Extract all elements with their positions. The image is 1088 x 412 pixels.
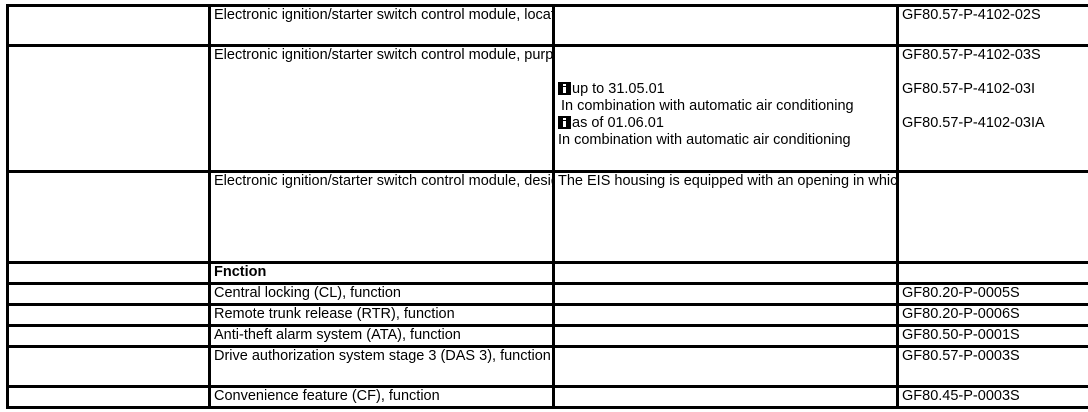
cell-document-code-anti-theft-alarm: GF80.50-P-0001S	[896, 324, 1088, 348]
cell-reference-empty	[6, 170, 211, 264]
cell-document-code-remote-trunk-release: GF80.20-P-0006S	[896, 303, 1088, 327]
cell-notes-empty	[552, 282, 899, 306]
table-row-central-locking: Central locking (CL), function GF80.20-P…	[6, 282, 1088, 306]
cell-reference-empty	[6, 282, 211, 306]
cell-description-design: Electronic ignition/starter switch contr…	[208, 170, 555, 264]
cell-reference-empty	[6, 44, 211, 173]
document-code-3: GF80.57-P-4102-03IA	[902, 115, 1045, 131]
note-text-2: In combination with automatic air condit…	[561, 98, 854, 114]
note-line-3: as of 01.06.01	[558, 115, 894, 132]
cell-reference-empty	[6, 303, 211, 327]
info-icon	[558, 82, 571, 95]
cell-document-code-location: GF80.57-P-4102-02S	[896, 4, 1088, 47]
cell-reference-empty	[6, 4, 211, 47]
table-row-function-header: Fnction	[6, 261, 1088, 285]
cell-reference-empty	[6, 345, 211, 388]
cell-notes-empty	[552, 345, 899, 388]
table-row-convenience-feature: Convenience feature (CF), function GF80.…	[6, 385, 1088, 409]
cell-document-code-convenience-feature: GF80.45-P-0003S	[896, 385, 1088, 409]
cell-reference-empty	[6, 261, 211, 285]
cell-document-code-design	[896, 170, 1088, 264]
cell-notes-purpose: up to 31.05.01 In combination with autom…	[552, 44, 899, 173]
cell-notes-empty	[552, 385, 899, 409]
cell-document-codes-purpose: GF80.57-P-4102-03S GF80.57-P-4102-03I GF…	[896, 44, 1088, 173]
document-code-2: GF80.57-P-4102-03I	[902, 81, 1035, 97]
table-body: Electronic ignition/starter switch contr…	[6, 4, 1088, 409]
note-text-4: In combination with automatic air condit…	[558, 132, 851, 148]
note-line-4: In combination with automatic air condit…	[558, 132, 894, 149]
table-row-anti-theft-alarm: Anti-theft alarm system (ATA), function …	[6, 324, 1088, 348]
table-row-location: Electronic ignition/starter switch contr…	[6, 4, 1088, 47]
cell-description-purpose: Electronic ignition/starter switch contr…	[208, 44, 555, 173]
note-line-2: In combination with automatic air condit…	[558, 98, 894, 115]
cell-reference-empty	[6, 324, 211, 348]
info-icon	[558, 116, 571, 129]
cell-description-anti-theft-alarm: Anti-theft alarm system (ATA), function	[208, 324, 555, 348]
cell-notes-design: The EIS housing is equipped with an open…	[552, 170, 899, 264]
cell-notes-empty	[552, 303, 899, 327]
table-row-remote-trunk-release: Remote trunk release (RTR), function GF8…	[6, 303, 1088, 327]
note-line-1: up to 31.05.01	[558, 81, 894, 98]
cell-document-code-drive-authorization: GF80.57-P-0003S	[896, 345, 1088, 388]
note-text-1: up to 31.05.01	[572, 81, 665, 97]
table-row-drive-authorization: Drive authorization system stage 3 (DAS …	[6, 345, 1088, 388]
note-text-3: as of 01.06.01	[572, 115, 664, 131]
cell-description-convenience-feature: Convenience feature (CF), function	[208, 385, 555, 409]
specification-table: Electronic ignition/starter switch contr…	[6, 4, 1088, 409]
notes-spacer	[558, 49, 894, 82]
cell-description-central-locking: Central locking (CL), function	[208, 282, 555, 306]
table-row-design: Electronic ignition/starter switch contr…	[6, 170, 1088, 264]
cell-section-header-function: Fnction	[208, 261, 555, 285]
cell-description-location: Electronic ignition/starter switch contr…	[208, 4, 555, 47]
cell-document-code-empty	[896, 261, 1088, 285]
code-spacer	[902, 64, 1088, 81]
code-spacer	[902, 98, 1088, 115]
cell-notes-empty	[552, 324, 899, 348]
cell-reference-empty	[6, 385, 211, 409]
table-row-purpose: Electronic ignition/starter switch contr…	[6, 44, 1088, 173]
cell-document-code-central-locking: GF80.20-P-0005S	[896, 282, 1088, 306]
cell-description-remote-trunk-release: Remote trunk release (RTR), function	[208, 303, 555, 327]
cell-description-drive-authorization: Drive authorization system stage 3 (DAS …	[208, 345, 555, 388]
cell-notes-location	[552, 4, 899, 47]
cell-notes-empty	[552, 261, 899, 285]
document-code-1: GF80.57-P-4102-03S	[902, 47, 1041, 64]
